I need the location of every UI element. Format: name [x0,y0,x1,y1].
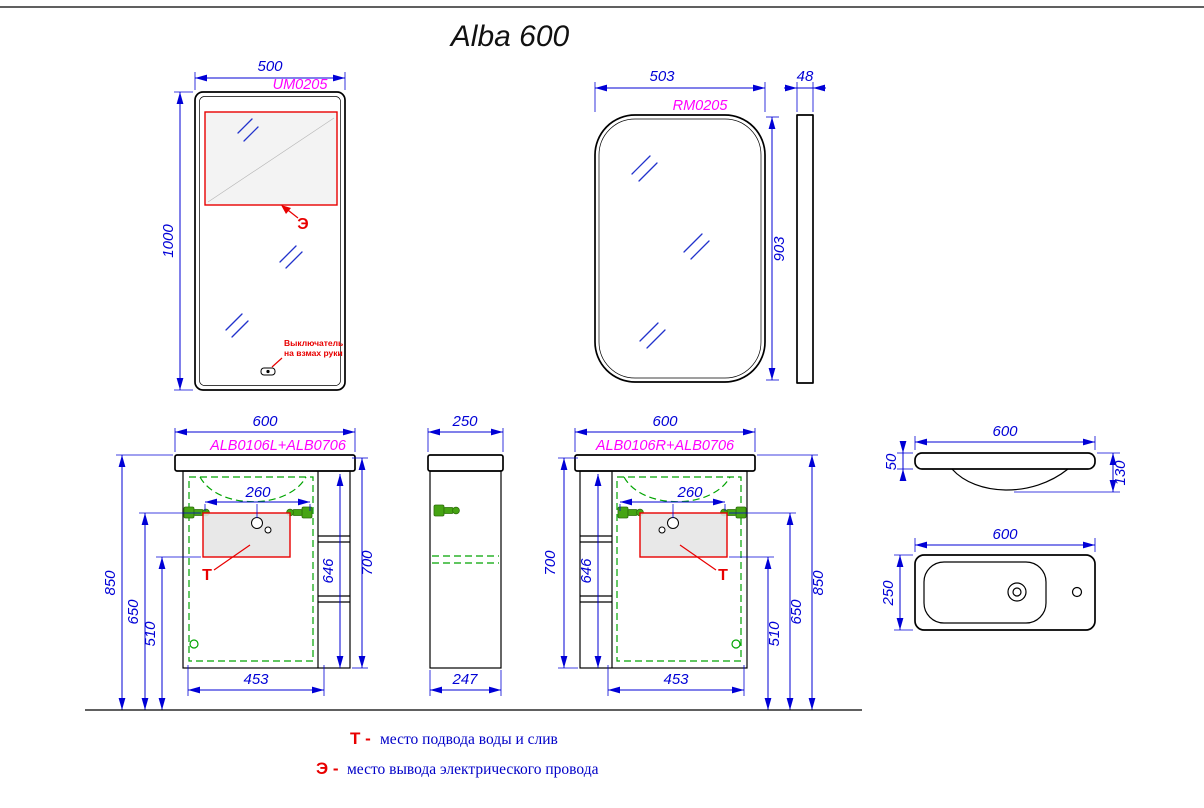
basin-side-width-label: 600 [992,423,1018,440]
vanity-left-model-label: ALB0106L+ALB0706 [209,438,347,454]
basin-rim-profile [914,452,1096,470]
basin-top-dimensions: 600 250 [880,526,1096,631]
vanity-right-width-label: 600 [652,413,678,430]
mirror-rm-inner-frame [598,118,762,379]
legend-electric-symbol: Э - [316,759,338,778]
mirror-rm-model-label: RM0205 [673,98,729,114]
overflow-hole [1071,586,1083,598]
vanity-left-body-height-label: 700 [359,550,376,576]
vanity-right-height-inlet-label: 650 [788,599,805,625]
basin-rim-height-label: 50 [883,453,900,470]
mirror-um-dimensions: 500 UM0205 1000 [160,58,346,391]
switch-note-line1: Выключатель [284,338,343,348]
mirror-um-front: Э Выключатель на взмах руки [194,91,346,391]
mirror-um-glass-hatches [225,118,303,338]
legend-water-text: место подвода воды и слив [380,731,558,748]
vanity-left-door-width-label: 453 [243,671,269,688]
vanity-left-service-zone [202,512,291,558]
vanity-right-height-total-label: 850 [810,570,827,596]
page-title: Alba 600 [449,20,570,53]
basin-top-depth-label: 250 [880,580,897,607]
vanity-right-model-label: ALB0106R+ALB0706 [595,438,735,454]
vanity-right-dimensions: 600 ALB0106R+ALB0706 260 700 646 510 650… [542,413,827,710]
vanity-left-height-total-label: 850 [102,570,119,596]
vanity-left-countertop [174,454,356,472]
drain-ring [1007,582,1027,602]
basin-top-outline [914,554,1096,631]
hinge-cup-icon [731,639,741,649]
vanity-left-body [182,470,351,669]
vanity-right-service-zone [639,512,728,558]
mirror-um-outline [194,91,346,391]
water-mark-label: Т [718,567,728,584]
water-mark-label: Т [202,567,212,584]
vanity-side-view [427,454,504,669]
switch-leader-line [271,357,283,368]
mirror-um-model-label: UM0205 [273,77,329,93]
legend-water-symbol: Т - [350,729,371,748]
basin-total-height-label: 130 [1112,460,1129,486]
vanity-left-height-inlet-label: 650 [125,599,142,625]
mirror-rm-side [796,114,814,384]
inlet-hole [264,526,272,534]
vanity-left-dimensions: 600 ALB0106L+ALB0706 260 850 650 510 646… [102,413,376,710]
basin-side-view [914,452,1096,491]
reflection-line [207,117,335,203]
vanity-left-door-hidden-outline [188,476,314,662]
mirror-rm-dimensions: 503 RM0205 48 903 [594,68,826,381]
vanity-right-countertop [574,454,756,472]
basin-bowl-profile [951,468,1069,491]
vanity-left-height-drain-label: 510 [142,621,159,647]
vanity-right-height-drain-label: 510 [766,621,783,647]
mirror-um-inner-frame [199,96,341,386]
vanity-left-drain-offset-label: 260 [244,484,271,501]
water-mark-leader [213,544,251,571]
vanity-left-shelf-height-label: 646 [320,558,337,584]
mirror-rm-front [594,114,766,383]
mirror-rm-glass-hatches [631,155,710,349]
mirror-rm-depth-label: 48 [797,68,814,85]
vanity-right-body-height-label: 700 [542,550,559,576]
drain-hole [1012,587,1022,597]
vanity-side-body [429,470,502,669]
vanity-right-door-hidden-outline [616,476,742,662]
legend-electric-text: место вывода электрического провода [347,761,599,778]
vanity-right-shelf-height-label: 646 [578,558,595,584]
vanity-side-dimensions: 250 247 [427,413,504,696]
vanity-side-countertop [427,454,504,472]
electric-leader-arrow [281,205,291,214]
vanity-right-door-width-label: 453 [663,671,689,688]
basin-top-view [914,554,1096,631]
vanity-left-shelves [318,535,350,603]
vanity-right-view: Т [574,454,756,669]
mirror-rm-outline [594,114,766,383]
switch-note-line2: на взмах руки [284,348,343,358]
hinge-icon [433,504,460,517]
electric-mark-label: Э [297,216,308,233]
vanity-left-width-label: 600 [252,413,278,430]
hinge-cup-icon [189,639,199,649]
basin-bowl-outline [923,561,1047,624]
legend: Т - место подвода воды и слив Э - место … [316,729,599,778]
mirror-rm-side-outline [796,114,814,384]
mirror-um-height-label: 1000 [160,224,177,258]
basin-top-width-label: 600 [992,526,1018,543]
drain-hole [251,517,263,529]
mirror-um-width-label: 500 [257,58,283,75]
sensor-dot-icon [266,369,270,374]
vanity-left-view: Т [174,454,356,669]
water-mark-leader [679,544,717,571]
inlet-hole [658,526,666,534]
vanity-right-body [579,470,748,669]
vanity-right-drain-offset-label: 260 [676,484,703,501]
basin-side-dimensions: 600 50 130 [883,423,1129,493]
drain-hole [667,517,679,529]
mirror-rm-glass-height-label: 903 [771,236,788,262]
sensor-icon [260,367,276,376]
vanity-side-depth-top-label: 250 [451,413,478,430]
vanity-side-depth-bottom-label: 247 [451,671,478,688]
mirror-rm-width-label: 503 [649,68,675,85]
